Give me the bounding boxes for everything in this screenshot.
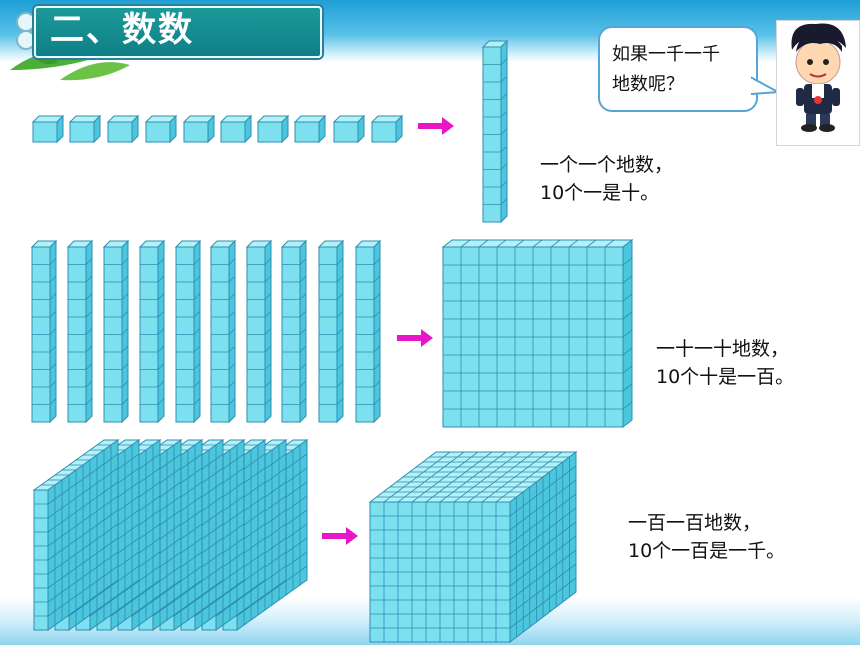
ten-rod-10 [354,239,382,424]
arrow-right-icon [397,329,433,347]
ten-rod-7 [245,239,273,424]
page-title: 二、数数 [50,10,194,50]
row1-text-line2: 10个一是十。 [540,182,660,204]
unit-cube-5 [182,114,216,144]
unit-cube-6 [219,114,253,144]
unit-cube-1 [31,114,65,144]
ten-rod [481,39,509,224]
row3-text-line1: 一百一百地数， [628,512,762,534]
ten-rod-6 [209,239,237,424]
ten-rod-3 [102,239,130,424]
hundred-flat-1 [32,439,120,631]
arrow-right-icon [418,117,454,135]
title-box [34,6,322,58]
unit-cube-3 [106,114,140,144]
row3-text-line2: 10个一百是一千。 [628,540,786,562]
row2-text-line1: 一十一十地数， [656,338,790,360]
bubble-text-line1: 如果一千一千 [612,44,720,65]
ten-rod-4 [138,239,166,424]
ten-rod-1 [30,239,58,424]
unit-cube-9 [332,114,366,144]
arrow-right-icon [322,527,358,545]
row2-text-line2: 10个十是一百。 [656,366,795,388]
ten-rod-9 [317,239,345,424]
speech-bubble [598,26,758,112]
ten-rod-2 [66,239,94,424]
hundred-flat [441,238,634,429]
unit-cube-2 [68,114,102,144]
ten-rod-5 [174,239,202,424]
unit-cube-10 [370,114,404,144]
bubble-text-line2: 地数呢？ [612,74,684,95]
ten-rod-8 [280,239,308,424]
row1-text-line1: 一个一个地数， [540,154,674,176]
unit-cube-4 [144,114,178,144]
unit-cube-8 [293,114,327,144]
thousand-cube [368,450,578,644]
unit-cube-7 [256,114,290,144]
